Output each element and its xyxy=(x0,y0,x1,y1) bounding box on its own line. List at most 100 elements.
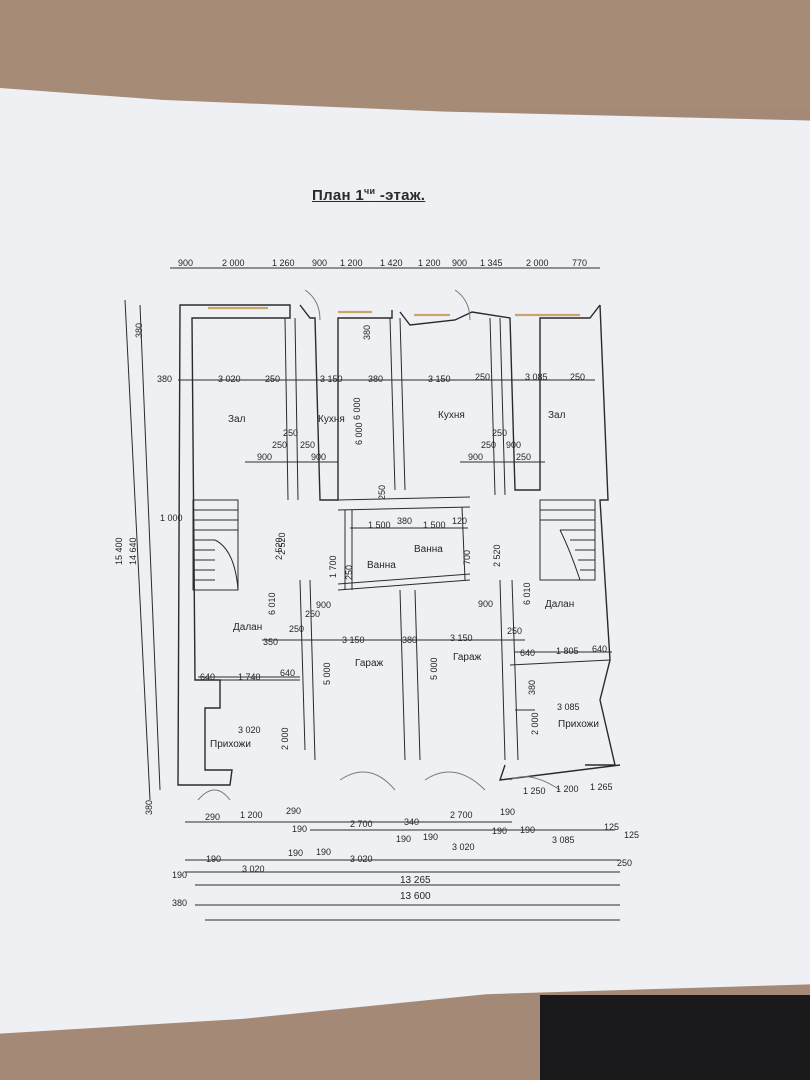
dim-label: 2 700 xyxy=(450,810,473,820)
dim-label: 3 085 xyxy=(552,835,575,845)
room-label: Кухня xyxy=(318,414,345,425)
room-label: Зал xyxy=(548,410,566,421)
dim-label: 250 xyxy=(265,374,280,384)
dim-label: 250 xyxy=(272,440,287,450)
dim-label: 770 xyxy=(572,258,587,268)
dim-label: 3 150 xyxy=(450,633,473,643)
dim-label: 190 xyxy=(500,807,515,817)
dim-label: 6 000 xyxy=(354,422,364,445)
dim-label: 6 000 xyxy=(352,397,362,420)
room-label: Зал xyxy=(228,414,246,425)
dim-label: 190 xyxy=(492,826,507,836)
dim-label: 900 xyxy=(257,452,272,462)
dim-label: 250 xyxy=(475,372,490,382)
dim-label: 3 150 xyxy=(342,635,365,645)
dim-label: 640 xyxy=(520,648,535,658)
dim-label-total: 13 600 xyxy=(400,891,431,902)
dim-label: 190 xyxy=(206,854,221,864)
room-label: Гараж xyxy=(355,658,384,669)
dim-label: 1 260 xyxy=(272,258,295,268)
plan-title: План 1чи -этаж. xyxy=(312,186,426,204)
dim-label: 250 xyxy=(481,440,496,450)
dim-label: 380 xyxy=(362,325,372,340)
dim-label: 2 000 xyxy=(526,258,549,268)
dim-label: 640 xyxy=(200,672,215,682)
dim-label: 3 150 xyxy=(428,374,451,384)
room-label: Кухня xyxy=(438,410,465,421)
room-label: Гараж xyxy=(453,652,482,663)
dim-label: 1 200 xyxy=(240,810,263,820)
dim-label: 3 020 xyxy=(238,725,261,735)
dim-label: 900 xyxy=(506,440,521,450)
room-label: Далан xyxy=(545,599,574,610)
dim-label: 900 xyxy=(478,599,493,609)
dim-label: 2 520 xyxy=(492,544,502,567)
dim-label: 350 xyxy=(263,637,278,647)
dim-label: 380 xyxy=(527,680,537,695)
dim-label: 900 xyxy=(178,258,193,268)
dim-label: 380 xyxy=(368,374,383,384)
dim-label: 700 xyxy=(462,550,472,565)
dim-label: 380 xyxy=(402,635,417,645)
dim-label: 5 000 xyxy=(322,662,332,685)
dim-label: 190 xyxy=(520,825,535,835)
dim-label: 380 xyxy=(134,323,144,338)
dim-label: 3 020 xyxy=(242,864,265,874)
room-label: Далан xyxy=(233,622,262,633)
dim-label: 6 010 xyxy=(267,592,277,615)
dim-label: 1 200 xyxy=(418,258,441,268)
dim-label: 3 020 xyxy=(350,854,373,864)
dim-label: 1 000 xyxy=(160,513,183,523)
dim-label: 900 xyxy=(468,452,483,462)
dim-label: 250 xyxy=(516,452,531,462)
dim-label: 5 000 xyxy=(429,657,439,680)
dim-label: 1 250 xyxy=(523,786,546,796)
dim-label: 250 xyxy=(570,372,585,382)
dim-label: 290 xyxy=(286,806,301,816)
dim-label: 1 265 xyxy=(590,782,613,792)
dim-label: 2 000 xyxy=(222,258,245,268)
dim-label: 640 xyxy=(280,668,295,678)
dim-label: 250 xyxy=(283,428,298,438)
dim-label: 1 500 xyxy=(368,520,391,530)
dim-label: 1 700 xyxy=(328,555,338,578)
dim-label: 2 520 xyxy=(274,537,284,560)
room-label: Ванна xyxy=(367,560,396,571)
dim-label: 190 xyxy=(423,832,438,842)
dim-label: 250 xyxy=(344,565,354,580)
dim-label: 900 xyxy=(452,258,467,268)
dim-label: 120 xyxy=(452,516,467,526)
dim-label: 3 085 xyxy=(557,702,580,712)
dim-label: 340 xyxy=(404,817,419,827)
dim-label: 14 640 xyxy=(128,537,138,565)
dim-label: 1 420 xyxy=(380,258,403,268)
dim-label: 190 xyxy=(316,847,331,857)
dim-label: 250 xyxy=(492,428,507,438)
dim-label: 250 xyxy=(377,485,387,500)
dim-label: 1 740 xyxy=(238,672,261,682)
dim-label: 250 xyxy=(617,858,632,868)
black-bag xyxy=(540,995,810,1080)
dim-label: 640 xyxy=(592,644,607,654)
dim-label: 125 xyxy=(624,830,639,840)
dim-label: 2 000 xyxy=(280,727,290,750)
dim-label: 190 xyxy=(396,834,411,844)
dim-label: 15 400 xyxy=(114,537,124,565)
dim-label: 900 xyxy=(312,258,327,268)
dim-label: 380 xyxy=(157,374,172,384)
dim-label: 250 xyxy=(305,609,320,619)
dim-label: 380 xyxy=(172,898,187,908)
dim-label: 190 xyxy=(292,824,307,834)
dim-label: 900 xyxy=(316,600,331,610)
dim-label: 190 xyxy=(288,848,303,858)
dim-label: 125 xyxy=(604,822,619,832)
dim-label: 3 020 xyxy=(218,374,241,384)
dim-label: 1 345 xyxy=(480,258,503,268)
room-label: Прихожи xyxy=(558,719,599,730)
dim-label: 2 700 xyxy=(350,819,373,829)
dim-label: 3 150 xyxy=(320,374,343,384)
dim-label: 2 520 xyxy=(277,532,287,555)
dim-label: 1 200 xyxy=(556,784,579,794)
dim-label: 380 xyxy=(397,516,412,526)
